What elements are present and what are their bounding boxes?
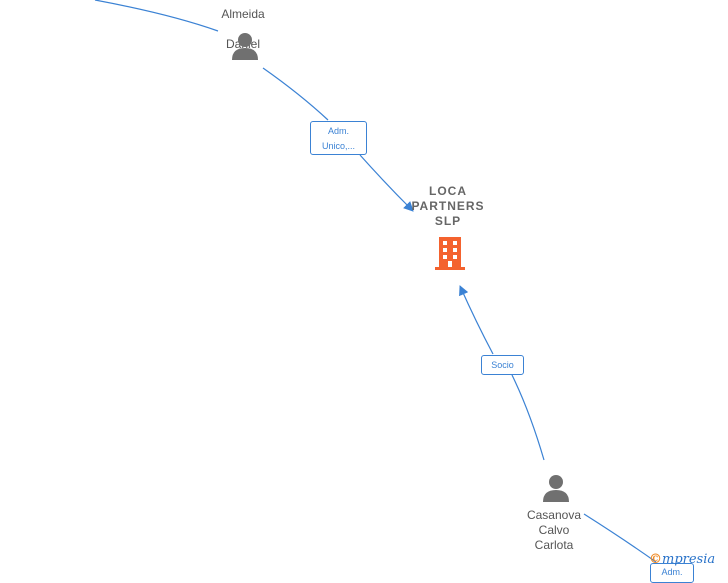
edge-label-socio[interactable]: Socio: [481, 355, 524, 375]
copyright-icon: ©: [649, 552, 662, 567]
edge-label-adm-unico-line1: Adm.: [327, 126, 349, 136]
edge-socio-arrow: [459, 285, 494, 355]
edge-adm-unico-arrow: [359, 154, 414, 212]
edge-label-adm-unico-line2: Unico,...: [321, 141, 355, 151]
brand-text: mpresia: [662, 552, 716, 567]
edge-label-adm-unico[interactable]: Adm. Unico,...: [310, 121, 367, 155]
person-icon[interactable]: [541, 473, 571, 503]
person-icon[interactable]: [230, 31, 260, 61]
person-top-name-line1: Almeida: [221, 7, 265, 21]
edge-offscreen-to-top-person: [94, 0, 219, 32]
edge-adm-unico: [262, 67, 329, 121]
empresia-watermark: ©mpresia: [649, 552, 728, 574]
building-icon[interactable]: [434, 235, 466, 271]
edge-adm-bottom: [583, 513, 657, 563]
person-bottom-name[interactable]: Casanova Calvo Carlota: [526, 508, 582, 552]
edge-socio: [511, 374, 545, 461]
company-name[interactable]: LOCA PARTNERS SLP: [411, 184, 485, 228]
